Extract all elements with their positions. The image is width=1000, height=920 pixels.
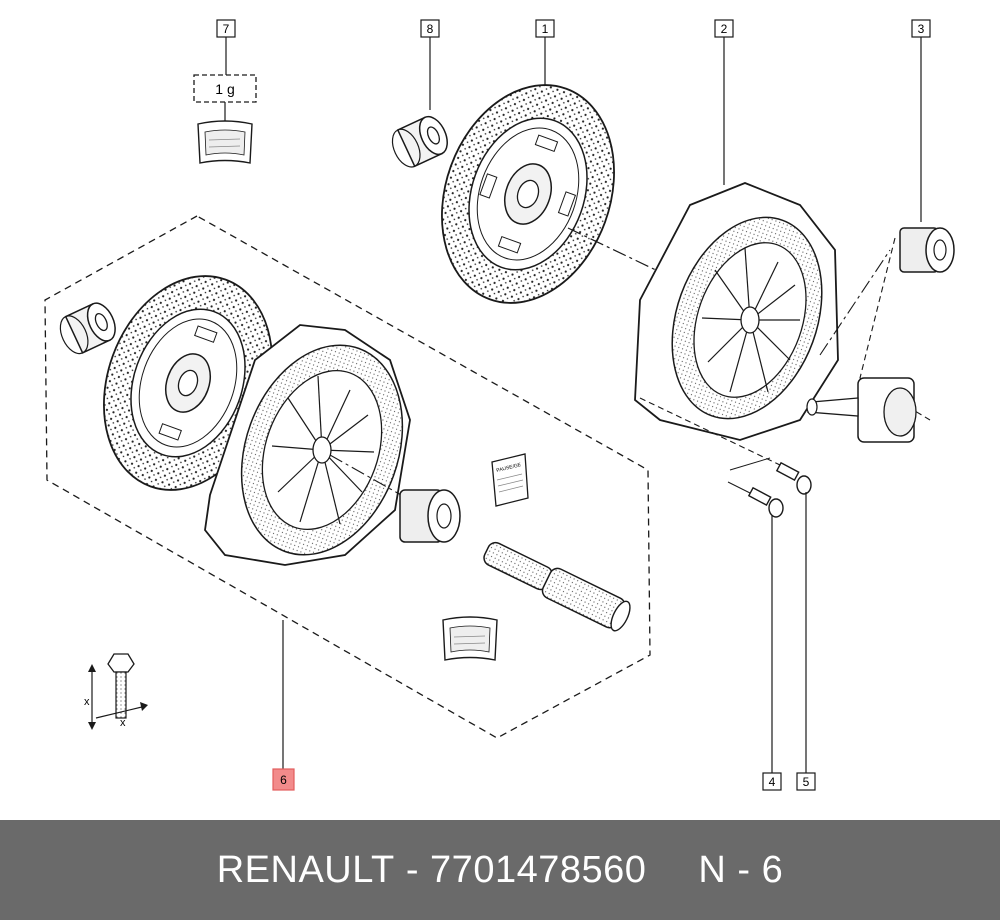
callout-8-label: 8 (427, 22, 434, 36)
kit-manual-booklet-icon: PAUSE/GE (491, 453, 529, 507)
bolt-dimension-icon: x x (84, 653, 148, 730)
diagram-ref-letter: N (698, 848, 727, 891)
diagram-ref-number: 6 (761, 848, 784, 891)
grease-quantity-box: 1 g (193, 74, 257, 103)
bolt-4 (747, 486, 784, 518)
grease-sachet-icon (197, 120, 253, 164)
part-number: 7701478560 (430, 848, 647, 891)
bolt-5 (775, 461, 812, 495)
callout-7: 7 (216, 19, 236, 38)
callout-6-label: 6 (280, 773, 287, 787)
pilot-bearing (391, 115, 448, 168)
callout-3: 3 (911, 19, 931, 38)
kit-pressure-plate (204, 324, 411, 566)
kit-pilot-bearing (59, 302, 116, 355)
callout-6: 6 (272, 768, 295, 791)
kit-release-bearing (399, 489, 461, 543)
release-bearing (899, 227, 955, 273)
callout-1: 1 (535, 19, 555, 38)
exploded-clutch-diagram: 7 1 g 8 1 2 (44, 19, 955, 791)
kit-outline (44, 215, 651, 739)
pressure-plate (634, 182, 839, 441)
callout-2-label: 2 (721, 22, 728, 36)
callout-4-label: 4 (769, 775, 776, 789)
bolt-dimension-label-vertical: x (84, 696, 90, 708)
part-info-footer: RENAULT - 7701478560 N - 6 (0, 820, 1000, 920)
slave-cylinder (806, 377, 917, 443)
callout-8: 8 (420, 19, 440, 38)
callout-4: 4 (762, 772, 782, 791)
bolt-dimension-label-horizontal: x (120, 717, 126, 729)
callout-3-label: 3 (918, 22, 925, 36)
callout-5: 5 (796, 772, 816, 791)
callout-7-label: 7 (223, 22, 230, 36)
grease-quantity-label: 1 g (215, 81, 234, 97)
callout-5-label: 5 (803, 775, 810, 789)
callout-1-label: 1 (542, 22, 549, 36)
kit-grease-sachet-icon (442, 616, 498, 661)
alignment-tool (483, 541, 631, 632)
brand-name: RENAULT (216, 848, 395, 891)
callout-2: 2 (714, 19, 734, 38)
clutch-disc (441, 84, 615, 304)
diagram-ref-separator: - (737, 848, 751, 891)
footer-separator: - (405, 848, 419, 891)
